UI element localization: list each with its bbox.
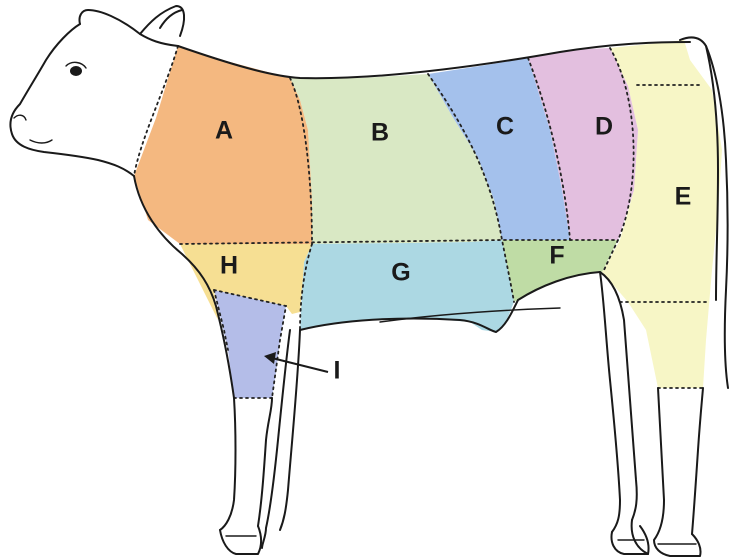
label-h: H <box>220 252 238 280</box>
eye <box>70 66 82 76</box>
label-c: C <box>496 113 514 141</box>
label-e: E <box>675 183 692 211</box>
label-a: A <box>215 117 233 145</box>
label-d: D <box>595 113 613 141</box>
label-b: B <box>371 119 389 147</box>
label-g: G <box>391 259 410 287</box>
label-i: I <box>334 357 341 385</box>
label-f: F <box>549 242 564 270</box>
cut-regions <box>134 40 722 398</box>
